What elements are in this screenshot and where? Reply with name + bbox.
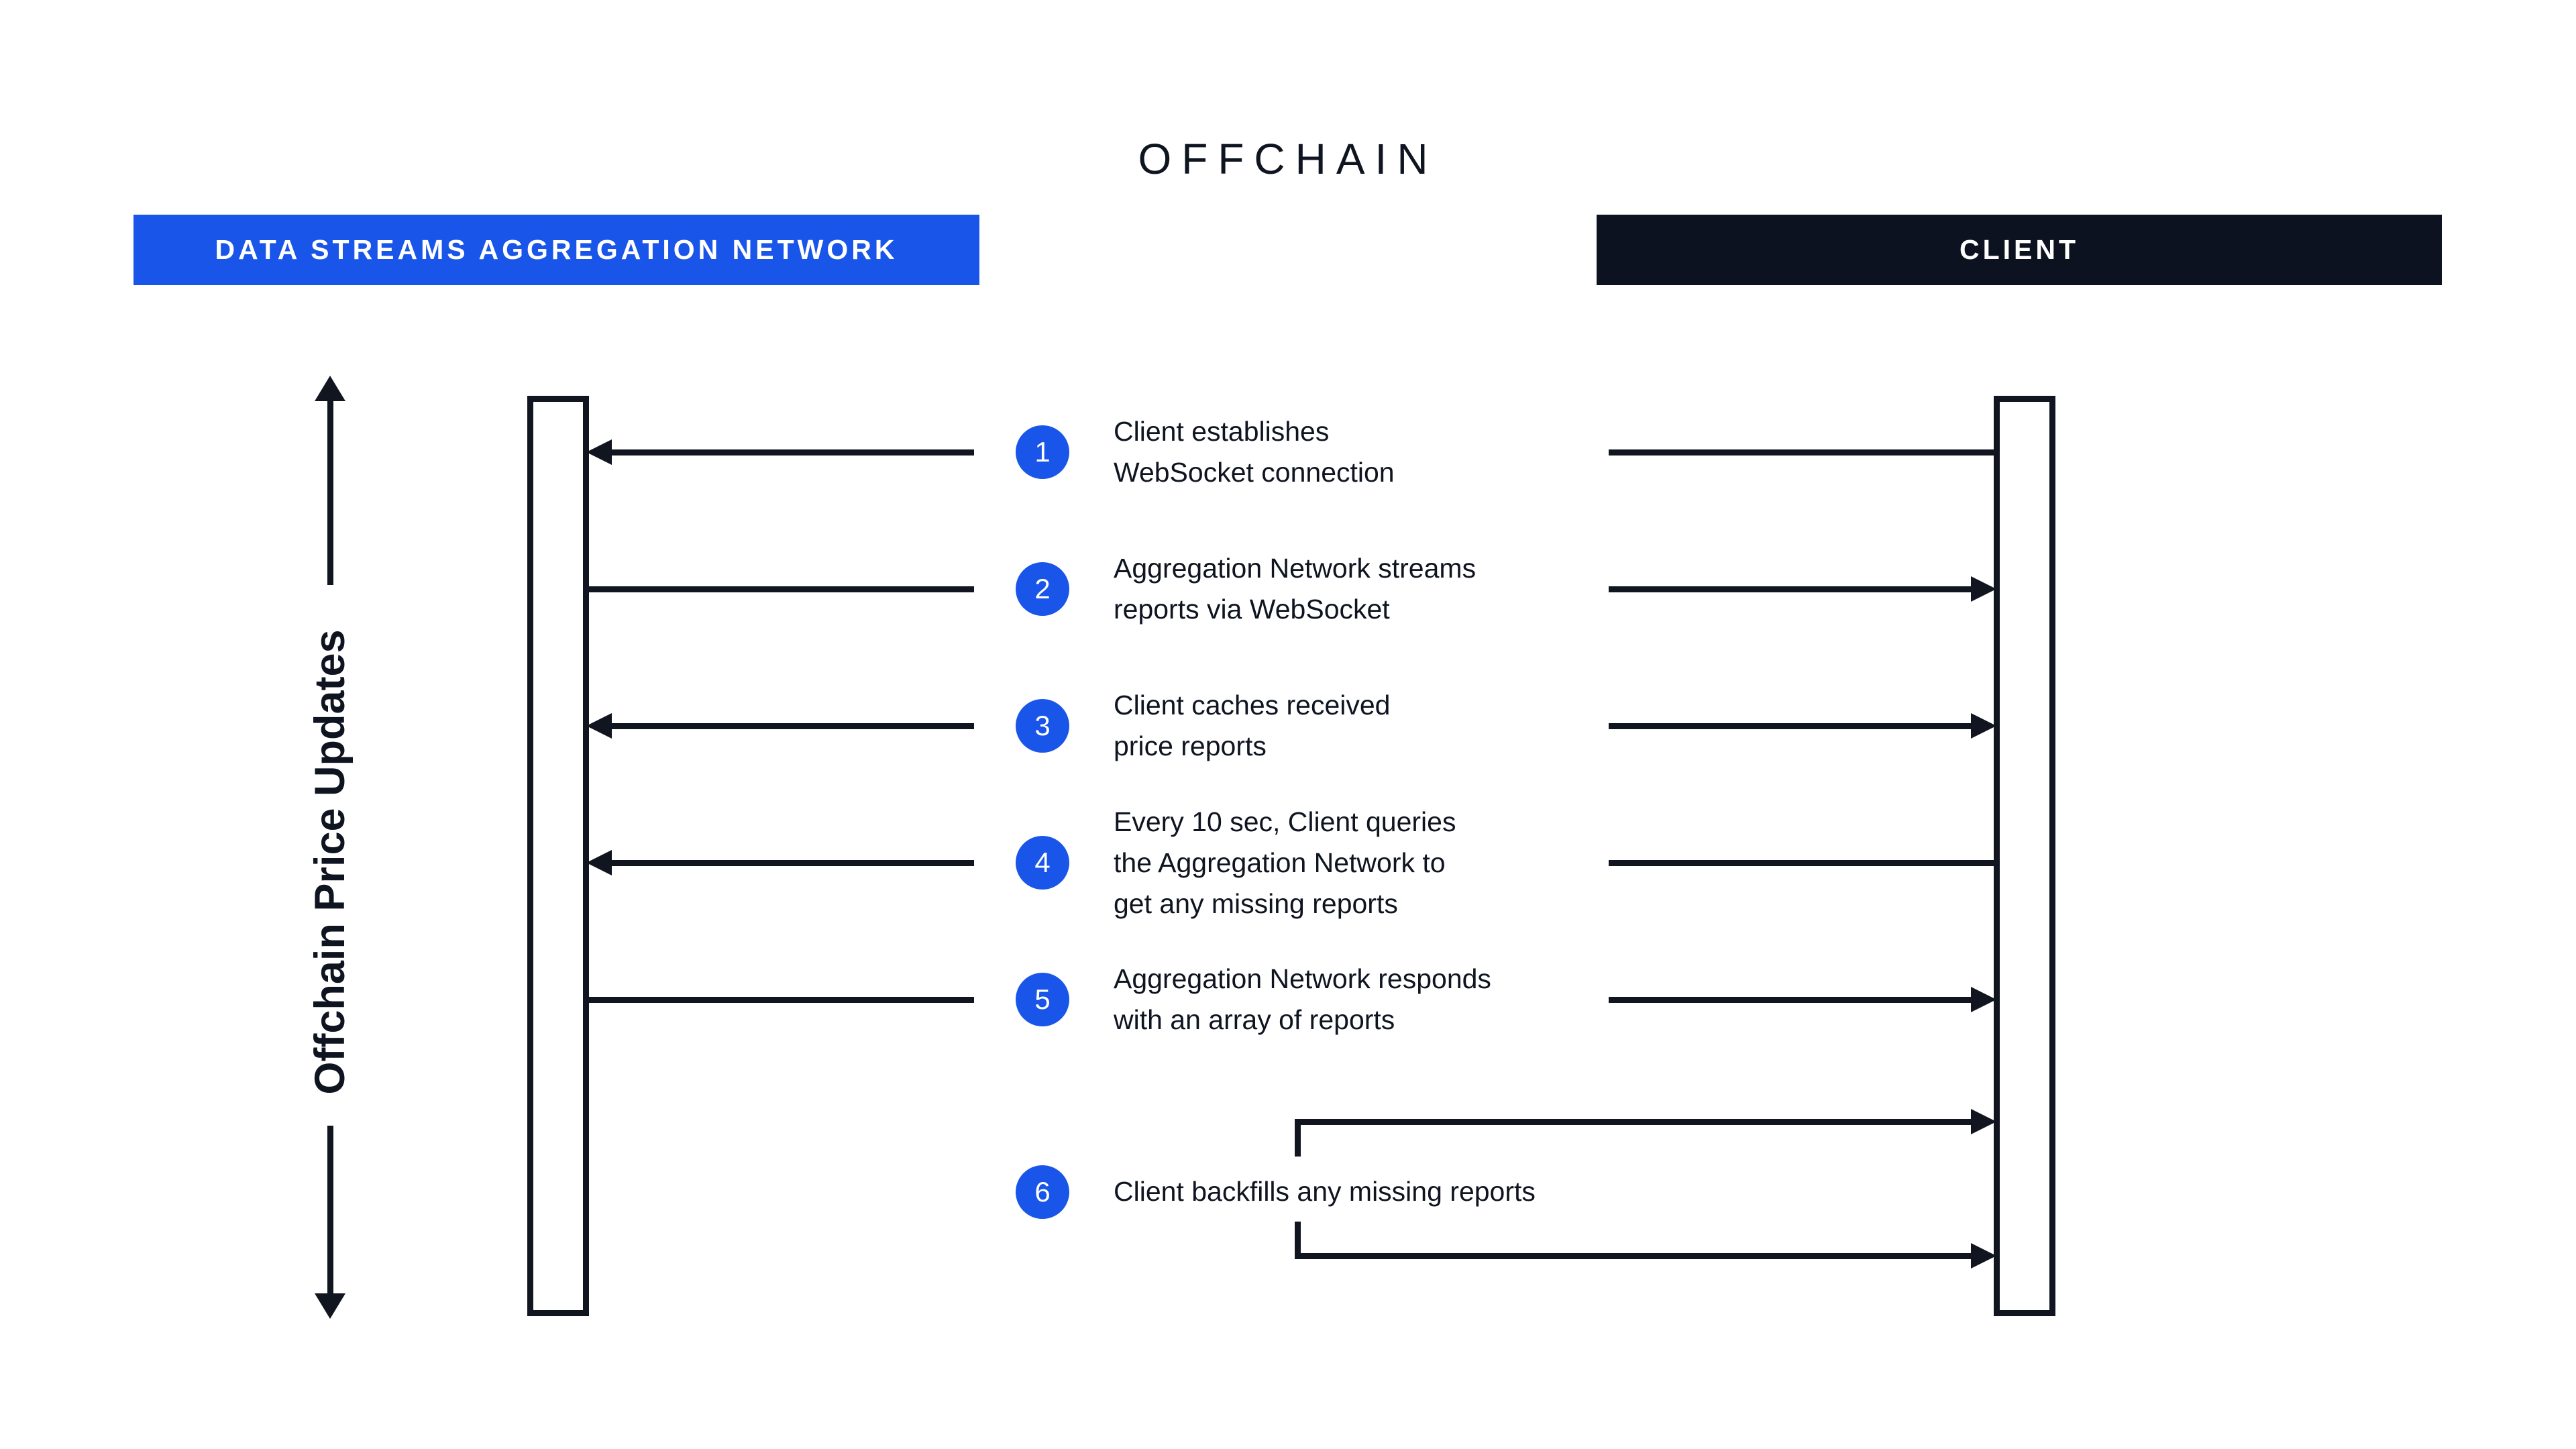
message-line-right-1 [1609, 449, 1996, 455]
backfill-bottom-stub [1295, 1222, 1301, 1259]
backfill-top-line [1295, 1119, 1974, 1125]
message-line-left-1 [609, 449, 974, 455]
header-data-streams-aggregation-network: DATA STREAMS AGGREGATION NETWORK [133, 215, 979, 285]
header-right-label: CLIENT [1959, 234, 2080, 265]
message-line-right-4 [1609, 860, 1996, 866]
step-text-5: Aggregation Network responds with an arr… [1114, 963, 1491, 1035]
message-line-right-3 [1609, 723, 1974, 729]
step-badge-4: 4 [1016, 836, 1069, 890]
backfill-bottom-line [1295, 1253, 1974, 1259]
message-line-right-2 [1609, 586, 1974, 592]
step-text-1: Client establishes WebSocket connection [1114, 416, 1395, 488]
step-badge-1: 1 [1016, 425, 1069, 479]
step-text-6: Client backfills any missing reports [1114, 1176, 1536, 1207]
arrowhead-into-client-3-icon [1971, 713, 1996, 739]
diagram-title: OFFCHAIN [1138, 135, 1438, 183]
arrowhead-into-network-1-icon [586, 439, 612, 465]
arrowhead-into-client-5-icon [1971, 987, 1996, 1012]
axis-down-line [327, 1126, 333, 1295]
lifeline-aggregation-network [527, 396, 589, 1316]
step-badge-3: 3 [1016, 699, 1069, 753]
step-text-2: Aggregation Network streams reports via … [1114, 553, 1477, 625]
step-badge-6: 6 [1016, 1165, 1069, 1219]
header-client: CLIENT [1597, 215, 2442, 285]
message-line-left-5 [586, 997, 974, 1003]
step-text-3: Client caches received price reports [1114, 690, 1391, 761]
message-line-left-3 [609, 723, 974, 729]
axis-up-line [327, 400, 333, 585]
message-line-right-5 [1609, 997, 1974, 1003]
step-badge-5: 5 [1016, 973, 1069, 1026]
step-text-4: Every 10 sec, Client queries the Aggrega… [1114, 806, 1456, 919]
message-line-left-2 [586, 586, 974, 592]
axis-label: Offchain Price Updates [307, 629, 354, 1095]
arrowhead-into-network-4-icon [586, 850, 612, 875]
axis-up-arrowhead-icon [315, 376, 345, 401]
backfill-top-stub [1295, 1119, 1301, 1157]
lifeline-client [1994, 396, 2055, 1316]
arrowhead-into-network-3-icon [586, 713, 612, 739]
axis-down-arrowhead-icon [315, 1293, 345, 1319]
message-line-left-4 [609, 860, 974, 866]
arrowhead-backfill-bottom-icon [1971, 1243, 1996, 1269]
arrowhead-backfill-top-icon [1971, 1109, 1996, 1134]
arrowhead-into-client-2-icon [1971, 576, 1996, 602]
step-badge-2: 2 [1016, 562, 1069, 616]
header-left-label: DATA STREAMS AGGREGATION NETWORK [215, 234, 898, 265]
